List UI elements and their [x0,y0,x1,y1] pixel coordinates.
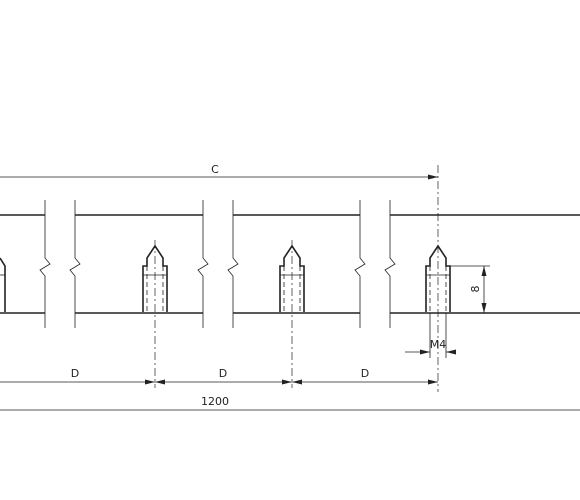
dimension-overall-label: 1200 [201,395,229,408]
dimension-c-label: C [211,163,219,176]
dimension-overall: 1200 [0,395,580,411]
dimension-spacing-label-1: D [71,367,79,380]
dimension-height: 8 [450,265,490,314]
dimension-spacing-label-3: D [361,367,369,380]
dimension-height-label: 8 [469,286,482,293]
dimension-thread: M4 [405,313,456,358]
break-lines [39,200,396,328]
dimension-c: C [0,163,438,180]
bolt-4 [425,165,451,392]
bolt-1-partial [0,257,6,312]
dimension-thread-label: M4 [430,338,447,351]
rail-edges [0,214,580,314]
dimension-spacing-label-2: D [219,367,227,380]
bolt-2 [142,240,168,388]
dimension-spacing: D D D [0,367,438,385]
bolt-3 [279,240,305,388]
